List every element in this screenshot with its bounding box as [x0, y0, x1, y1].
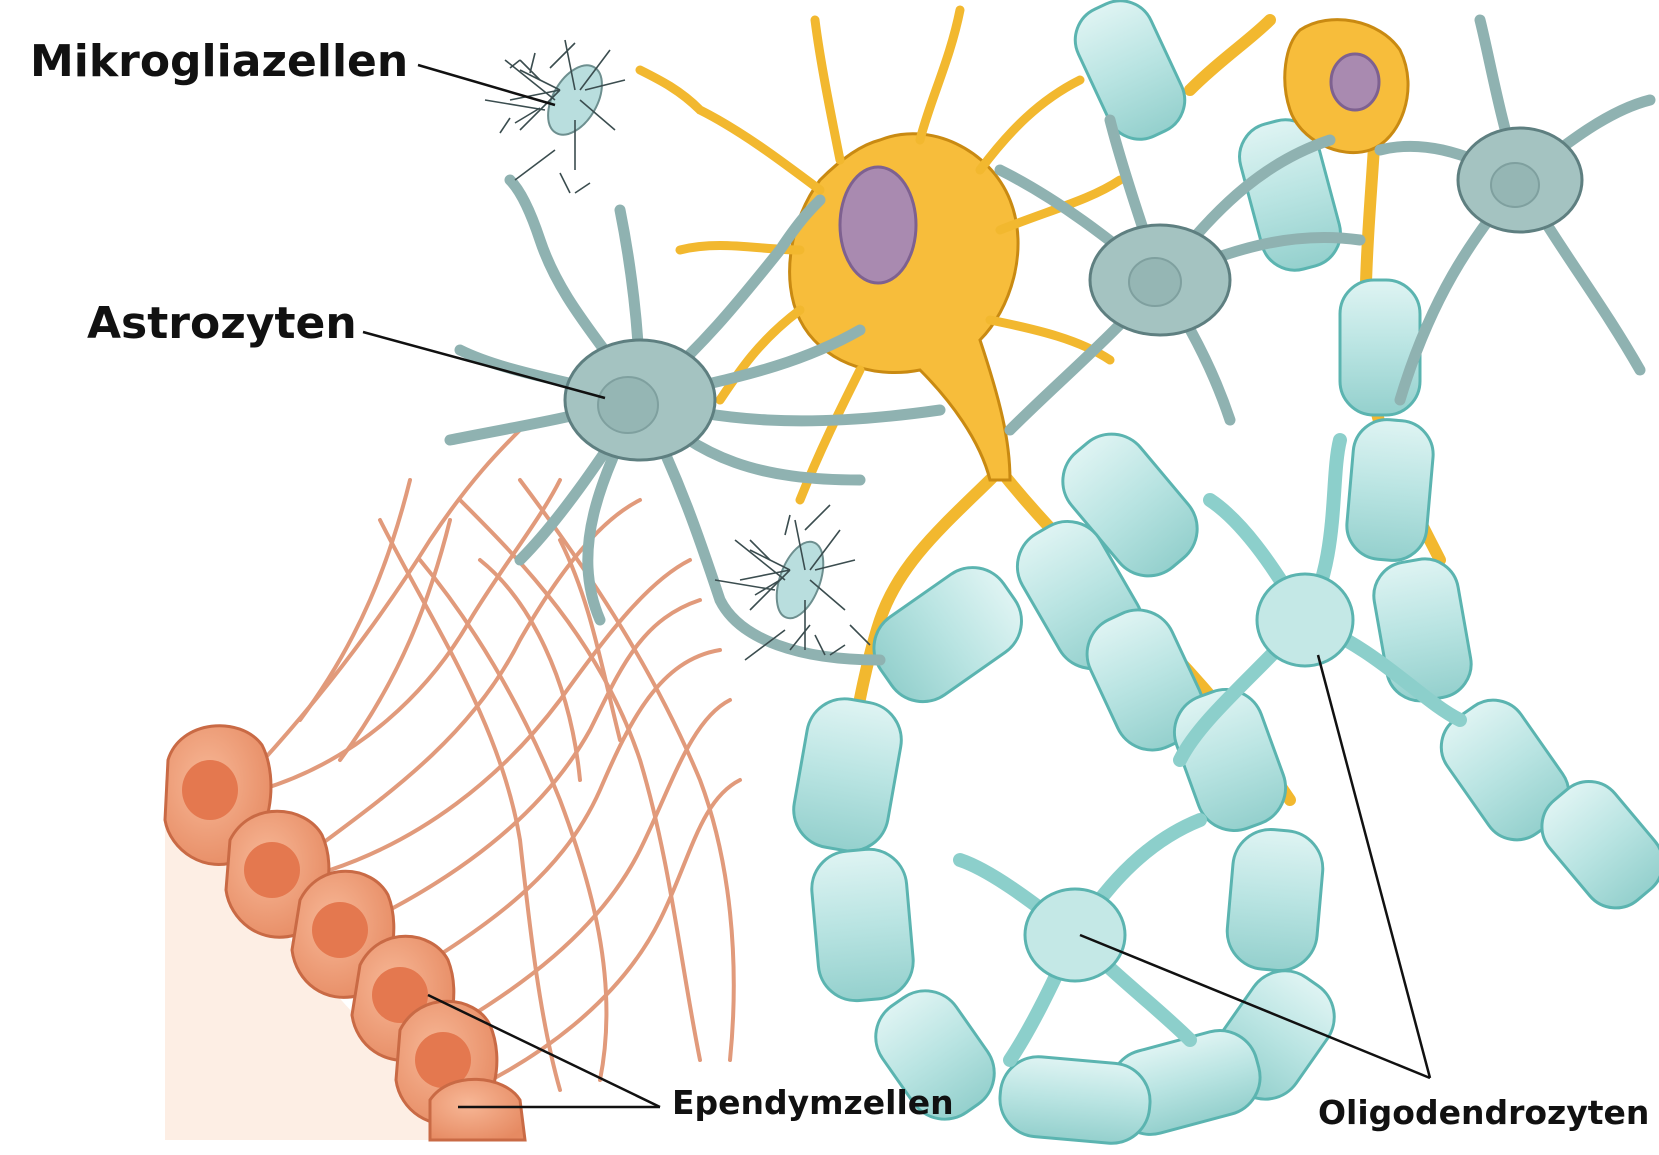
oligodendrocytes [953, 433, 1467, 1067]
ventricle-area [165, 780, 480, 1140]
leader-line-ependymal-1 [427, 993, 661, 1109]
astrocyte-nucleus [597, 376, 659, 434]
myelin-segment [1372, 557, 1473, 703]
ependymal-cells [163, 724, 527, 1142]
label-astrocytes: Astrozyten [87, 298, 357, 349]
leader-line-astrocytes [362, 330, 606, 400]
myelin-segment [874, 989, 996, 1121]
astrocytes [444, 14, 1656, 666]
myelin-segment [1225, 828, 1325, 972]
myelin-segment [1073, 0, 1187, 141]
neuron-nucleus [838, 165, 918, 285]
microglia [484, 39, 871, 661]
myelin-segment [1338, 278, 1422, 417]
ependymal-cell [428, 1077, 527, 1142]
label-oligodendrocytes: Oligodendrozyten [1318, 1093, 1650, 1132]
leader-line-oligodendrocytes-2 [1316, 654, 1432, 1079]
leader-lines [362, 63, 1432, 1109]
myelin-segment [998, 1055, 1152, 1145]
label-microglia: Mikrogliazellen [30, 36, 409, 87]
myelin-segment [1540, 779, 1659, 910]
leader-line-oligodendrocytes-1 [1079, 933, 1431, 1080]
myelin-segment [810, 847, 915, 1003]
myelin-segment [1345, 418, 1435, 562]
astrocyte-nucleus [1128, 257, 1182, 307]
myelin-segment [872, 566, 1023, 704]
myelin-segment [792, 697, 903, 853]
oligodendrocyte-body [1023, 887, 1127, 983]
label-ependymal-cells: Ependymzellen [672, 1083, 954, 1122]
leader-line-microglia [417, 63, 556, 107]
neuron-nucleus [1329, 52, 1381, 112]
oligodendrocyte-body [1255, 572, 1355, 668]
astrocyte-nucleus [1490, 162, 1540, 208]
